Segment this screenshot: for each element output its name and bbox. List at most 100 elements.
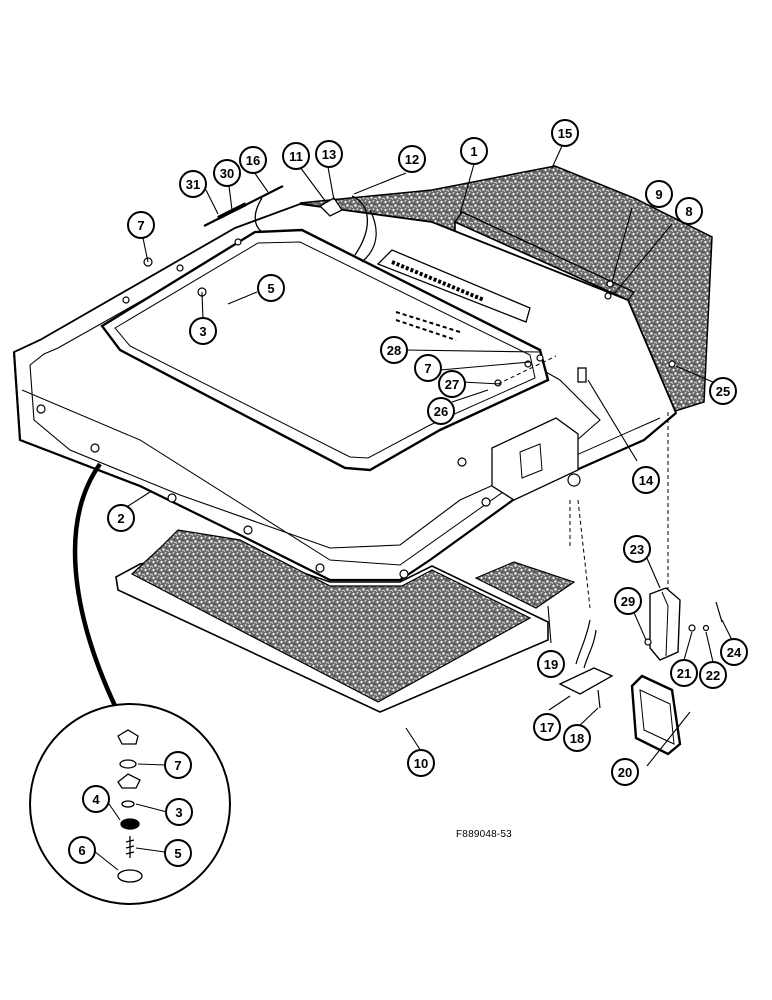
callout-circle [614, 587, 642, 615]
callout-circle [611, 758, 639, 786]
clamp-11-13 [318, 197, 343, 217]
hinge-31 [217, 202, 247, 220]
callout-9: 9 [645, 180, 673, 208]
inset-leader [72, 462, 119, 709]
callout-15: 15 [551, 119, 579, 147]
lamp-lens [639, 689, 675, 745]
callout-1: 1 [460, 137, 488, 165]
callout-28: 28 [380, 336, 408, 364]
callout-7: 7 [164, 751, 192, 779]
callout-label: 19 [544, 657, 558, 672]
callout-20: 20 [611, 758, 639, 786]
callout-label: 27 [445, 377, 459, 392]
callout-label: 11 [289, 149, 303, 164]
callout-label: 6 [78, 843, 85, 858]
callout-circle [239, 146, 267, 174]
callout-label: 7 [174, 758, 181, 773]
callout-5: 5 [164, 839, 192, 867]
callout-label: 21 [677, 666, 691, 681]
callout-circle [563, 724, 591, 752]
callout-circle [82, 785, 110, 813]
lamp-20 [630, 674, 682, 756]
inset-parts [117, 729, 143, 883]
control-box-17 [558, 667, 614, 695]
callout-label: 15 [558, 126, 572, 141]
callout-label: 17 [540, 720, 554, 735]
callout-21: 21 [670, 659, 698, 687]
callout-label: 2 [117, 511, 124, 526]
callout-circle [282, 142, 310, 170]
callout-label: 8 [685, 204, 692, 219]
bolt-holes [36, 238, 676, 579]
callout-label: 25 [716, 384, 730, 399]
hardware-21-22-24-29 [597, 601, 723, 709]
callout-circle [189, 317, 217, 345]
callout-label: 31 [186, 177, 200, 192]
callout-19: 19 [537, 650, 565, 678]
callout-14: 14 [632, 466, 660, 494]
callout-circle [164, 751, 192, 779]
callout-circle [213, 159, 241, 187]
callout-circle [438, 370, 466, 398]
callout-label: 26 [434, 404, 448, 419]
callout-label: 4 [92, 792, 100, 807]
callout-circle [164, 839, 192, 867]
vent-slots [395, 311, 461, 341]
callout-circle [179, 170, 207, 198]
callout-26: 26 [427, 397, 455, 425]
callout-12: 12 [398, 145, 426, 173]
callout-circle [427, 397, 455, 425]
callout-label: 7 [137, 218, 144, 233]
callout-7: 7 [414, 354, 442, 382]
callout-circle [699, 661, 727, 689]
callout-label: 7 [424, 361, 431, 376]
rear-bracket-flange [454, 211, 636, 301]
callout-label: 30 [220, 166, 234, 181]
roof-front-lip [12, 351, 677, 582]
callout-circle [623, 535, 651, 563]
callout-label: 9 [655, 187, 662, 202]
callout-circle [537, 650, 565, 678]
figure-code: F889048-53 [456, 829, 512, 840]
callout-22: 22 [699, 661, 727, 689]
callout-circle [414, 354, 442, 382]
callout-4: 4 [82, 785, 110, 813]
support-bracket-23 [649, 587, 681, 661]
box-wires [575, 619, 597, 669]
window-opening-inner [114, 241, 536, 459]
carpet-piece-19 [474, 561, 576, 609]
light-bar-lens [391, 260, 485, 302]
callout-circle [257, 274, 285, 302]
callout-label: 1 [470, 144, 477, 159]
callout-circle [407, 749, 435, 777]
callout-label: 3 [175, 805, 182, 820]
callout-circle [107, 504, 135, 532]
callout-label: 5 [267, 281, 274, 296]
callout-3: 3 [165, 798, 193, 826]
callout-18: 18 [563, 724, 591, 752]
callout-29: 29 [614, 587, 642, 615]
callout-24: 24 [720, 638, 748, 666]
callout-label: 5 [174, 846, 181, 861]
callout-5: 5 [257, 274, 285, 302]
callout-label: 29 [621, 594, 635, 609]
switch-panel [491, 417, 579, 501]
wire-harness [351, 195, 377, 263]
callout-2: 2 [107, 504, 135, 532]
callout-circle [670, 659, 698, 687]
callout-30: 30 [213, 159, 241, 187]
callout-11: 11 [282, 142, 310, 170]
callout-circle [165, 798, 193, 826]
callout-25: 25 [709, 377, 737, 405]
callout-label: 16 [246, 153, 260, 168]
switch-window [519, 443, 543, 479]
callout-circle [398, 145, 426, 173]
bracket-edge [661, 591, 669, 657]
callout-circle [551, 119, 579, 147]
callout-16: 16 [239, 146, 267, 174]
callout-circle [127, 211, 155, 239]
clip-14 [577, 367, 587, 383]
callout-6: 6 [68, 836, 96, 864]
